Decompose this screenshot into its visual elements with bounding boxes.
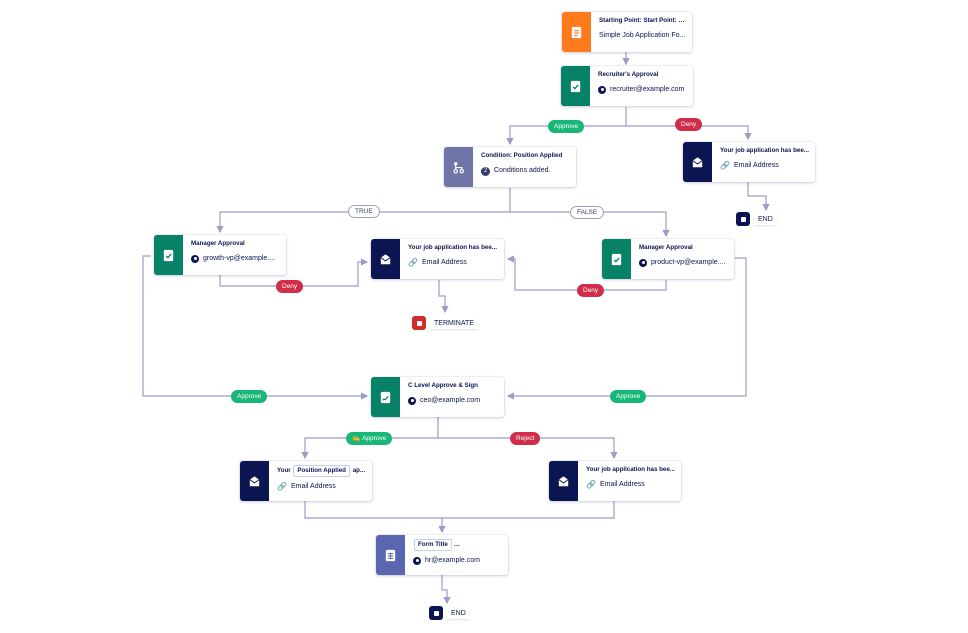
manager-approval-node-left[interactable]: Manager Approval growth-vp@example.... [154, 235, 286, 275]
node-title: Your job application has bee... [720, 147, 809, 154]
approval-icon [602, 239, 631, 279]
node-title: Your Position Applied ap... [277, 465, 366, 477]
mail-icon [240, 461, 269, 501]
node-title: Your job application has bee... [586, 466, 675, 473]
node-subtitle: product-vp@example.... [651, 259, 726, 266]
approval-icon [561, 66, 590, 106]
sign-icon [371, 377, 400, 417]
user-icon [191, 255, 199, 263]
node-subtitle: Email Address [290, 483, 336, 490]
condition-count-badge: 2 [481, 166, 490, 176]
manager-approval-node-right[interactable]: Manager Approval product-vp@example.... [602, 239, 734, 279]
deny-badge-recruiter[interactable]: Deny [675, 118, 703, 131]
deny-badge-left[interactable]: Deny [276, 280, 304, 293]
node-title: Manager Approval [191, 240, 245, 247]
approve-badge-left[interactable]: Approve [231, 390, 268, 403]
node-subtitle: Conditions added. [494, 167, 551, 174]
node-subtitle: growth-vp@example.... [203, 255, 276, 262]
start-point-node[interactable]: Starting Point: Start Point: N... Simple… [562, 12, 692, 52]
condition-node[interactable]: Condition: Position Applied 2 Conditions … [444, 147, 576, 187]
node-title: Condition: Position Applied [481, 152, 563, 159]
approve-badge-right[interactable]: Approve [610, 390, 647, 403]
link-icon: 🔗 [408, 258, 418, 267]
mail-icon [549, 461, 578, 501]
end-node-top[interactable]: END [736, 211, 777, 227]
email-node-bottom-left[interactable]: Your Position Applied ap... 🔗Email Addre… [240, 461, 372, 501]
branch-icon [444, 147, 473, 187]
stop-icon [429, 606, 443, 620]
node-title: Starting Point: Start Point: N... [599, 17, 686, 24]
approve-badge-c-level[interactable]: ✍Approve [346, 432, 393, 445]
stop-icon [736, 212, 750, 226]
link-icon: 🔗 [277, 482, 287, 491]
end-node-bottom[interactable]: END [429, 605, 470, 621]
node-subtitle: Simple Job Application Fo... [599, 32, 686, 39]
field-chip: Recruitment... [453, 539, 502, 551]
node-subtitle: ceo@example.com [420, 397, 481, 404]
user-icon [413, 557, 421, 565]
sheet-icon [376, 535, 405, 575]
deny-badge-right[interactable]: Deny [577, 284, 605, 297]
link-icon: 🔗 [586, 480, 596, 489]
user-icon [598, 86, 606, 94]
field-chip: Form Title [414, 539, 452, 551]
node-title: Manager Approval [639, 244, 693, 251]
c-level-approve-sign-node[interactable]: C Level Approve & Sign ceo@example.com [371, 377, 504, 417]
approval-icon [154, 235, 183, 275]
reject-badge-c-level[interactable]: Reject [510, 432, 541, 445]
document-icon [562, 12, 591, 52]
node-subtitle: Email Address [421, 259, 467, 266]
node-subtitle: Email Address [599, 481, 645, 488]
true-branch-badge[interactable]: TRUE [348, 205, 380, 218]
mail-icon [371, 239, 400, 279]
link-icon: 🔗 [720, 161, 730, 170]
node-title: Your job application has bee... [408, 244, 497, 251]
field-chip: Position Applied [293, 465, 350, 477]
node-title: Recruiter's Approval [598, 71, 659, 78]
approve-badge-recruiter[interactable]: Approve [548, 120, 585, 133]
recruiter-approval-node[interactable]: Recruiter's Approval recruiter@example.c… [561, 66, 693, 106]
node-subtitle: hr@example.com [425, 557, 480, 564]
false-branch-badge[interactable]: FALSE [570, 206, 605, 219]
user-icon [408, 397, 416, 405]
terminate-node[interactable]: TERMINATE [412, 315, 478, 331]
stop-icon [412, 316, 426, 330]
signature-icon: ✍ [352, 435, 361, 442]
email-node-middle[interactable]: Your job application has bee... 🔗Email A… [371, 239, 504, 279]
email-node-bottom-right[interactable]: Your job application has bee... 🔗Email A… [549, 461, 681, 501]
mail-icon [683, 142, 712, 182]
node-subtitle: recruiter@example.com [610, 86, 685, 93]
node-subtitle: Email Address [733, 162, 779, 169]
node-title: C Level Approve & Sign [408, 382, 478, 389]
email-node-top-right[interactable]: Your job application has bee... 🔗Email A… [683, 142, 815, 182]
user-icon [639, 259, 647, 267]
